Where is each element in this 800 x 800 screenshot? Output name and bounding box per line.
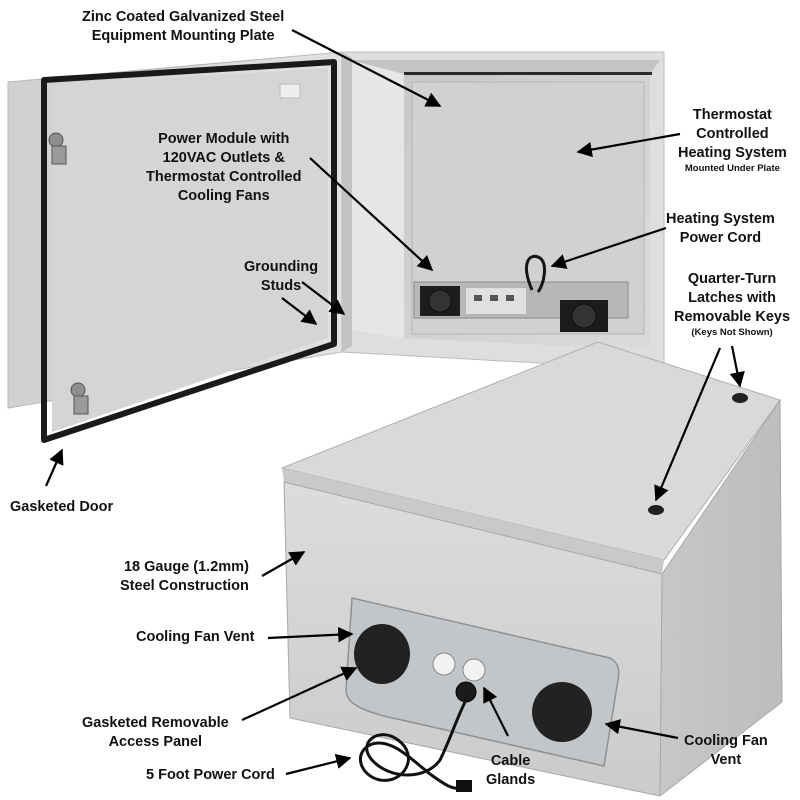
cooling-fan-vent-right [532,682,592,742]
label-gasketed-door: Gasketed Door [10,499,114,515]
closed-enclosure [280,341,783,798]
callout-arrows [44,29,745,776]
open-enclosure [340,51,665,371]
heating-power-cord-shape [525,255,546,293]
power-cord-shape [359,699,468,790]
open-door [7,51,352,443]
label-cable-glands: Cable Glands [486,753,536,788]
cable-gland [462,658,486,682]
label-steel-construction: 18 Gauge (1.2mm) Steel Construction [120,559,249,594]
label-grounding-studs: Grounding Studs [244,259,319,294]
label-thermostat-heating: Thermostat Controlled Heating System Mou… [678,107,787,174]
label-latches: Quarter-Turn Latches with Removable Keys… [674,271,791,338]
quarter-turn-latch [648,505,664,515]
label-heating-power-cord: Heating System Power Cord [666,211,775,246]
door-latch-bottom [70,382,86,398]
label-access-panel: Gasketed Removable Access Panel [82,715,229,750]
power-module [413,281,629,332]
label-power-module: Power Module with 120VAC Outlets & Therm… [146,131,302,204]
cooling-fan-vent-left [354,624,410,684]
quarter-turn-latch [732,393,748,403]
access-panel [345,597,620,767]
cable-gland [432,652,456,676]
label-mounting-plate: Zinc Coated Galvanized Steel Equipment M… [82,9,285,44]
label-cooling-fan-vent-right: Cooling Fan Vent [684,733,768,768]
label-power-cord: 5 Foot Power Cord [146,767,275,783]
label-cooling-fan-vent-left: Cooling Fan Vent [136,629,255,645]
cable-gland [455,681,477,703]
door-latch-top [48,132,64,148]
